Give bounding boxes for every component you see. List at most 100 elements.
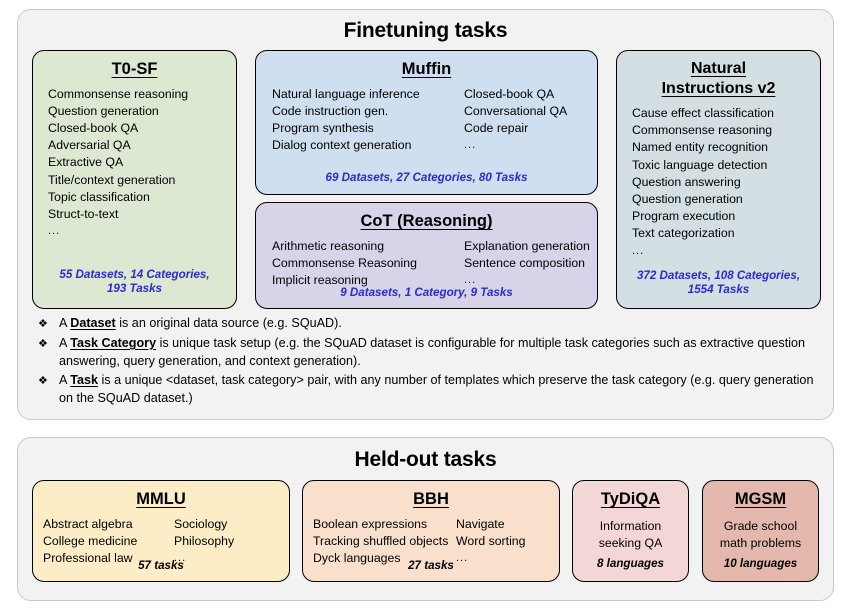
list-item: Toxic language detection: [632, 157, 768, 172]
definition-prefix: A: [59, 336, 71, 350]
card-natural-instructions-v2: Natural Instructions v2 Cause effect cla…: [616, 50, 821, 309]
list-item: Word sorting: [456, 533, 526, 548]
list-item: College medicine: [43, 533, 138, 548]
card-natural-instructions-v2-title: Natural Instructions v2: [627, 59, 810, 99]
finetuning-panel-title: Finetuning tasks: [343, 19, 508, 42]
items-column-right: Closed-book QA Conversational QA Code re…: [464, 86, 567, 155]
list-item: Adversarial QA: [48, 138, 131, 153]
card-muffin: Muffin Natural language inference Code i…: [255, 50, 598, 195]
list-item: Boolean expressions: [313, 516, 428, 531]
list-item: Navigate: [456, 516, 505, 531]
items-column-right: Sociology Philosophy ...: [174, 516, 234, 568]
definition-text: A Dataset is an original data source (e.…: [59, 315, 819, 333]
definition-body: is a unique <dataset, task category> pai…: [59, 373, 814, 405]
card-natural-instructions-v2-items: Cause effect classification Commonsense …: [632, 105, 810, 260]
stat-line: 10 languages: [723, 557, 798, 570]
list-item: Abstract algebra: [43, 516, 133, 531]
list-item-ellipsis: ...: [632, 244, 645, 257]
definition-term: Task Category: [70, 336, 157, 350]
list-item: Closed-book QA: [48, 121, 139, 136]
card-mgsm-stats: 10 languages: [709, 557, 812, 571]
list-item: Code instruction gen.: [272, 103, 389, 118]
list-item: Program synthesis: [272, 121, 374, 136]
list-item: Title/context generation: [48, 172, 176, 187]
stat-line: 27 tasks: [408, 559, 454, 572]
list-item: Topic classification: [48, 189, 150, 204]
list-item: Implicit reasoning: [272, 273, 368, 288]
held-out-tasks-panel: Held-out tasks MMLU Abstract algebra Col…: [17, 437, 834, 601]
items-column-left: Arithmetic reasoning Commonsense Reasoni…: [272, 238, 464, 290]
definition-body: is an original data source (e.g. SQuAD).: [115, 316, 342, 330]
list-item: Philosophy: [174, 533, 235, 548]
card-cot-reasoning: CoT (Reasoning) Arithmetic reasoning Com…: [255, 202, 598, 309]
items-column-left: Abstract algebra College medicine Profes…: [43, 516, 174, 568]
card-mgsm-items: Grade school math problems: [713, 518, 808, 552]
items-column-right: Navigate Word sorting ...: [456, 516, 525, 568]
list-item: Sentence composition: [464, 255, 585, 270]
card-mmlu-items: Abstract algebra College medicine Profes…: [43, 516, 279, 568]
items-column-left: Natural language inference Code instruct…: [272, 86, 464, 155]
card-t0-sf-title: T0-SF: [111, 60, 158, 78]
list-item: seeking QA: [598, 535, 663, 550]
diamond-bullet-icon: ❖: [38, 375, 48, 388]
list-item: Program execution: [632, 209, 736, 224]
list-item: Arithmetic reasoning: [272, 238, 385, 253]
stat-line: 69 Datasets, 27 Categories, 80 Tasks: [325, 171, 528, 184]
card-mmlu-stats: 57 tasks: [43, 559, 279, 573]
list-item: Question generation: [632, 192, 743, 207]
list-item: Cause effect classification: [632, 106, 774, 120]
list-item: Text categorization: [632, 226, 735, 241]
list-item: Grade school: [723, 518, 798, 533]
card-cot-items: Arithmetic reasoning Commonsense Reasoni…: [272, 238, 590, 290]
stat-line: 9 Datasets, 1 Category, 9 Tasks: [340, 286, 513, 299]
list-item: Code repair: [464, 121, 529, 136]
card-muffin-items: Natural language inference Code instruct…: [272, 86, 587, 155]
list-item: Commonsense Reasoning: [272, 255, 417, 270]
diamond-bullet-icon: ❖: [38, 338, 48, 350]
definitions-list: ❖ A Dataset is an original data source (…: [32, 315, 819, 409]
list-item: Extractive QA: [48, 155, 124, 170]
card-natural-instructions-v2-stats: 372 Datasets, 108 Categories, 1554 Tasks: [625, 269, 812, 297]
title-line: Instructions v2: [661, 80, 776, 97]
stat-line: 1554 Tasks: [687, 283, 750, 296]
definition-text: A Task is a unique <dataset, task catego…: [59, 372, 819, 407]
list-item-ellipsis: ...: [174, 552, 187, 565]
finetuning-tasks-panel: Finetuning tasks T0-SF Commonsense reaso…: [17, 9, 834, 420]
list-item: math problems: [719, 535, 802, 550]
list-item: Dyck languages: [313, 551, 401, 566]
definition-text: A Task Category is unique task setup (e.…: [59, 335, 819, 370]
card-tydiqa-stats: 8 languages: [579, 557, 682, 571]
list-item: Commonsense reasoning: [632, 123, 773, 138]
diamond-bullet-icon: ❖: [38, 318, 48, 330]
list-item: Tracking shuffled objects: [313, 533, 449, 548]
card-muffin-title: Muffin: [401, 60, 452, 78]
list-item: Named entity recognition: [632, 140, 769, 155]
stat-line: 57 tasks: [138, 559, 184, 572]
stat-line: 8 languages: [596, 557, 664, 570]
card-bbh-title: BBH: [413, 490, 449, 508]
card-mgsm-title: MGSM: [734, 490, 787, 508]
items-column-right: Explanation generation Sentence composit…: [464, 238, 590, 290]
list-item: Closed-book QA: [464, 86, 555, 101]
list-item-ellipsis: ...: [456, 552, 469, 565]
definition-term: Dataset: [70, 316, 116, 330]
card-mgsm: MGSM Grade school math problems 10 langu…: [702, 480, 819, 582]
list-item: Conversational QA: [464, 103, 568, 118]
definition-term: Task: [70, 373, 98, 388]
card-cot-stats: 9 Datasets, 1 Category, 9 Tasks: [266, 286, 587, 300]
card-cot-title: CoT (Reasoning): [360, 212, 493, 230]
list-item-ellipsis: ...: [464, 139, 477, 152]
title-line: Natural: [690, 60, 747, 77]
definition-prefix: A: [59, 373, 71, 388]
list-item: Question generation: [48, 103, 159, 118]
list-item: Dialog context generation: [272, 138, 412, 153]
list-item: Struct-to-text: [48, 207, 119, 222]
card-bbh: BBH Boolean expressions Tracking shuffle…: [302, 480, 560, 582]
card-t0-sf-stats: 55 Datasets, 14 Categories, 193 Tasks: [43, 268, 226, 296]
list-item: Sociology: [174, 516, 228, 531]
held-out-panel-title: Held-out tasks: [354, 448, 497, 471]
card-muffin-stats: 69 Datasets, 27 Categories, 80 Tasks: [266, 171, 587, 185]
card-tydiqa-title: TyDiQA: [600, 490, 661, 508]
list-item: Natural language inference: [272, 86, 420, 101]
